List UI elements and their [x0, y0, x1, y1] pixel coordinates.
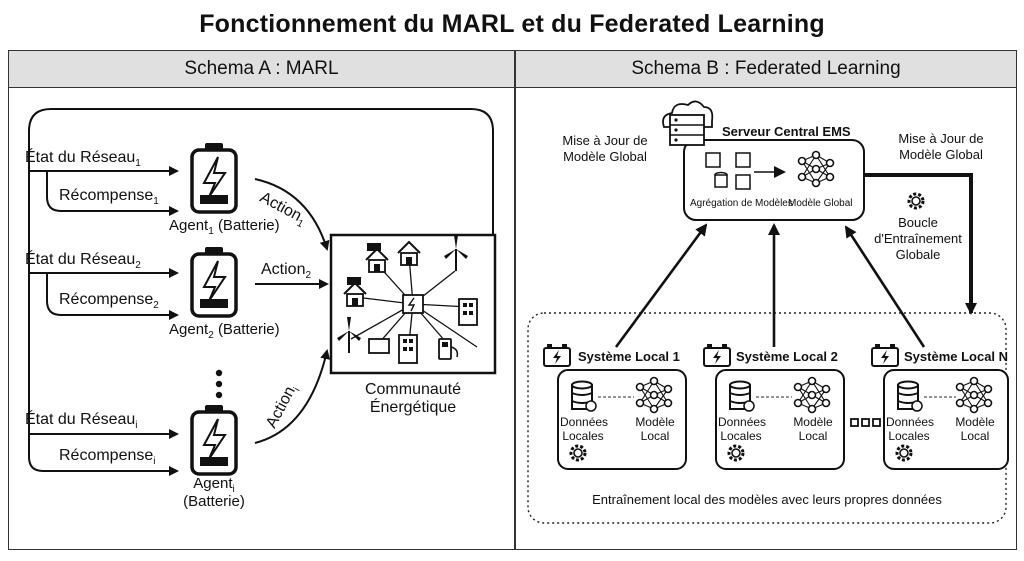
community-label-line2: Énergétique	[369, 399, 457, 416]
marl-diagram	[28, 108, 497, 476]
ellipsis-dot	[215, 391, 223, 399]
database-icon	[729, 380, 755, 412]
reward-label-2: Récompense2	[59, 291, 159, 312]
agent-label-2: Agent2 (Batterie)	[169, 321, 280, 341]
gear-icon	[907, 192, 925, 210]
federated-learning-diagram	[527, 100, 1009, 524]
agent-label-1: Agent1 (Batterie)	[169, 217, 280, 237]
aggregation-icon	[705, 152, 751, 190]
agent-label-i: Agenti	[193, 475, 235, 495]
ellipsis-dot	[215, 369, 223, 377]
database-icon	[897, 380, 923, 412]
battery-icon	[543, 343, 571, 367]
loop-label-line1: Boucle	[898, 215, 938, 230]
upload-arrow-n	[844, 225, 926, 348]
loop-label-line3: Globale	[895, 247, 941, 262]
building-icon	[458, 298, 478, 326]
aggregation-label: Agrégation de Modèles	[690, 198, 793, 209]
reward-arrow-1	[46, 171, 179, 216]
more-systems-marker	[850, 418, 859, 427]
feedback-loop-line	[28, 108, 494, 451]
state-label-2: État du Réseau2	[25, 251, 141, 272]
reward-label-i: Récompensei	[59, 447, 156, 468]
more-systems-marker	[861, 418, 870, 427]
battery-icon	[871, 343, 899, 367]
schema-a-header: Schema A : MARL	[9, 51, 514, 88]
more-systems-marker	[872, 418, 881, 427]
update-left-line1: Mise à Jour de	[562, 133, 648, 148]
server-title: Serveur Central EMS	[722, 124, 851, 139]
community-label-line1: Communauté	[364, 381, 462, 398]
ellipsis-dot	[215, 380, 223, 388]
local-system-title-2: Système Local 2	[736, 349, 838, 364]
database-icon	[571, 380, 597, 412]
action-arrow-1	[254, 178, 330, 251]
house-icon	[368, 338, 390, 354]
solar-panel-icon	[367, 243, 381, 251]
schema-a-panel: Schema A : MARL	[8, 50, 515, 550]
upload-arrow-1	[614, 223, 708, 348]
global-update-arrow	[864, 173, 977, 315]
action-arrow-i	[254, 349, 331, 444]
server-cloud-icon	[662, 100, 714, 146]
building-icon	[398, 334, 418, 364]
schema-b-header: Schema B : Federated Learning	[516, 51, 1016, 88]
state-label-i: État du Réseaui	[25, 411, 138, 432]
battery-icon-agent-i	[190, 403, 238, 476]
solar-panel-icon	[347, 277, 361, 285]
state-label-1: État du Réseau1	[25, 149, 141, 170]
schema-b-panel: Schema B : Federated Learning	[515, 50, 1017, 550]
loop-label-line2: d'Entraînement	[874, 231, 962, 246]
reward-arrow-i	[28, 434, 179, 476]
page-title: Fonctionnement du MARL et du Federated L…	[199, 10, 825, 38]
battery-icon	[703, 343, 731, 367]
battery-icon-agent-1	[190, 141, 238, 214]
update-right-line1: Mise à Jour de	[898, 131, 984, 146]
grid-hub-icon	[402, 294, 424, 314]
update-left-line2: Modèle Global	[563, 149, 647, 164]
local-systems-frame	[527, 312, 1007, 524]
reward-arrow-2	[46, 273, 179, 320]
local-system-title-n: Système Local N	[904, 349, 1009, 364]
reward-label-1: Récompense1	[59, 187, 159, 208]
footer-caption: Entraînement local des modèles avec leur…	[592, 492, 942, 507]
action-label-2: Action2	[261, 261, 312, 282]
update-right-line2: Modèle Global	[899, 147, 983, 162]
local-system-title-1: Système Local 1	[578, 349, 680, 364]
agent-suffix-i: (Batterie)	[183, 493, 245, 510]
global-model-label: Modèle Global	[788, 198, 853, 209]
battery-icon-agent-2	[190, 245, 238, 318]
